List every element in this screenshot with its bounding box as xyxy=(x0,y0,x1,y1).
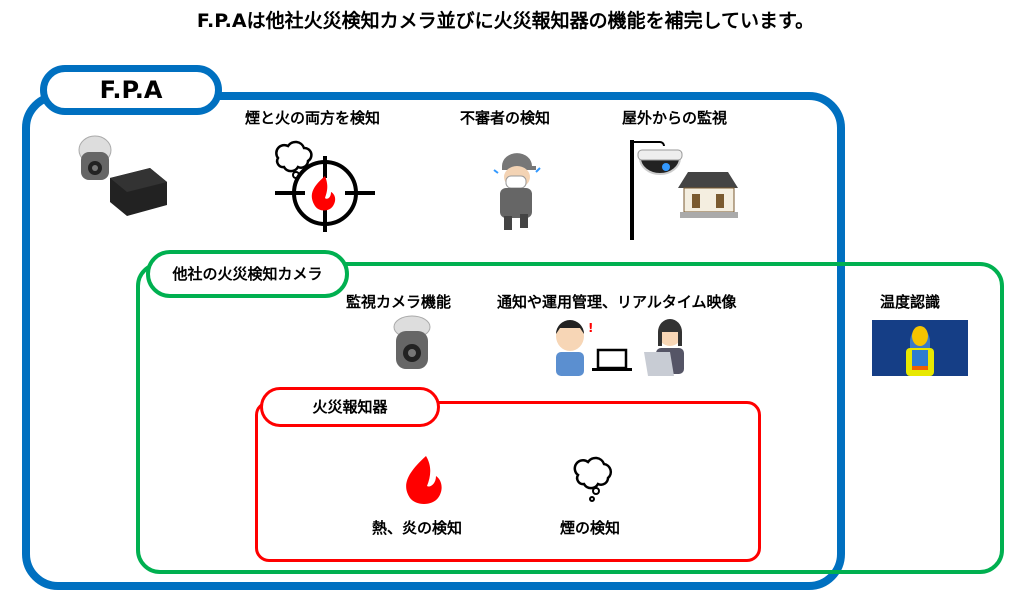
feature-temperature: 温度認識 xyxy=(880,293,941,311)
feature-surveillance: 監視カメラ機能 xyxy=(346,293,452,311)
fpa-group-box xyxy=(22,92,845,590)
feature-outdoor: 屋外からの監視 xyxy=(622,109,728,127)
operators-laptop-icon: ! xyxy=(556,319,684,376)
thermal-image xyxy=(872,320,968,376)
fire-alarm-group-box xyxy=(255,401,761,562)
other-camera-label: 他社の火災検知カメラ xyxy=(146,250,349,298)
fpa-device-icon xyxy=(78,135,167,216)
other-camera-group-box xyxy=(136,262,1004,574)
smoke-fire-target-icon xyxy=(275,140,375,232)
feature-smoke-fire: 煙と火の両方を検知 xyxy=(245,109,381,127)
fire-alarm-label: 火災報知器 xyxy=(260,387,440,427)
svg-text:!: ! xyxy=(588,321,593,335)
fpa-label: F.P.A xyxy=(40,65,222,115)
page-title: F.P.Aは他社火災検知カメラ並びに火災報知器の機能を補完しています。 xyxy=(196,10,815,32)
feature-notification: 通知や運用管理、リアルタイム映像 xyxy=(497,293,737,311)
intruder-icon xyxy=(493,153,541,230)
feature-heat-flame: 熱、炎の検知 xyxy=(372,519,463,537)
outdoor-surveillance-icon xyxy=(630,140,738,240)
ptz-camera-icon xyxy=(393,315,431,369)
smoke-icon xyxy=(573,456,613,502)
feature-smoke: 煙の検知 xyxy=(560,519,621,537)
feature-intruder: 不審者の検知 xyxy=(460,109,551,127)
flame-icon xyxy=(406,456,442,504)
